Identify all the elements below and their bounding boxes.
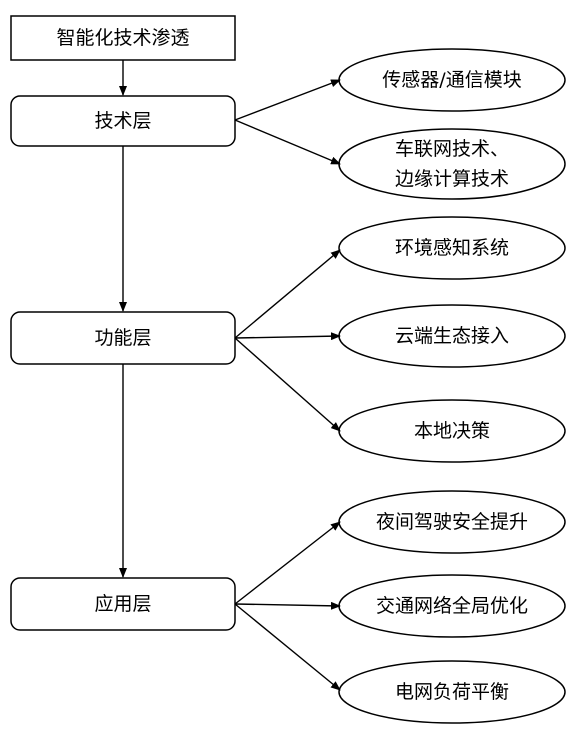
outcome-ellipse-application-3 xyxy=(338,660,566,724)
arrow-application-to-outcome-3 xyxy=(234,603,341,691)
layer-label-tech: 技术层 xyxy=(94,110,152,132)
layer-label-function: 功能层 xyxy=(94,327,152,349)
arrow-function-to-outcome-2 xyxy=(234,332,341,341)
arrow-function-to-outcome-1 xyxy=(234,249,341,339)
outcome-label-sensor-comm: 传感器/通信模块 xyxy=(382,69,522,91)
outcome-label-env-perception: 环境感知系统 xyxy=(394,237,509,259)
root-label: 智能化技术渗透 xyxy=(56,27,190,49)
arrow-tech-to-outcome-2 xyxy=(234,119,341,165)
arrow-application-to-outcome-1 xyxy=(234,521,341,605)
arrow-tech-to-outcome-1 xyxy=(234,79,341,121)
outcome-label-cloud-ecosystem: 云端生态接入 xyxy=(394,325,509,347)
outcome-ellipse-function-1 xyxy=(338,216,566,280)
arrow-application-to-outcome-2 xyxy=(234,601,341,610)
outcome-label-iov-edge: 车联网技术、 边缘计算技术 xyxy=(394,138,509,190)
layer-label-application: 应用层 xyxy=(94,593,152,615)
outcome-label-night-driving: 夜间驾驶安全提升 xyxy=(375,511,528,533)
root-box xyxy=(10,15,236,61)
outcome-label-traffic-optimization: 交通网络全局优化 xyxy=(375,595,528,617)
outcome-label-grid-load: 电网负荷平衡 xyxy=(394,681,509,703)
outcome-label-local-decision: 本地决策 xyxy=(413,420,490,442)
arrow-function-to-outcome-3 xyxy=(234,337,341,432)
